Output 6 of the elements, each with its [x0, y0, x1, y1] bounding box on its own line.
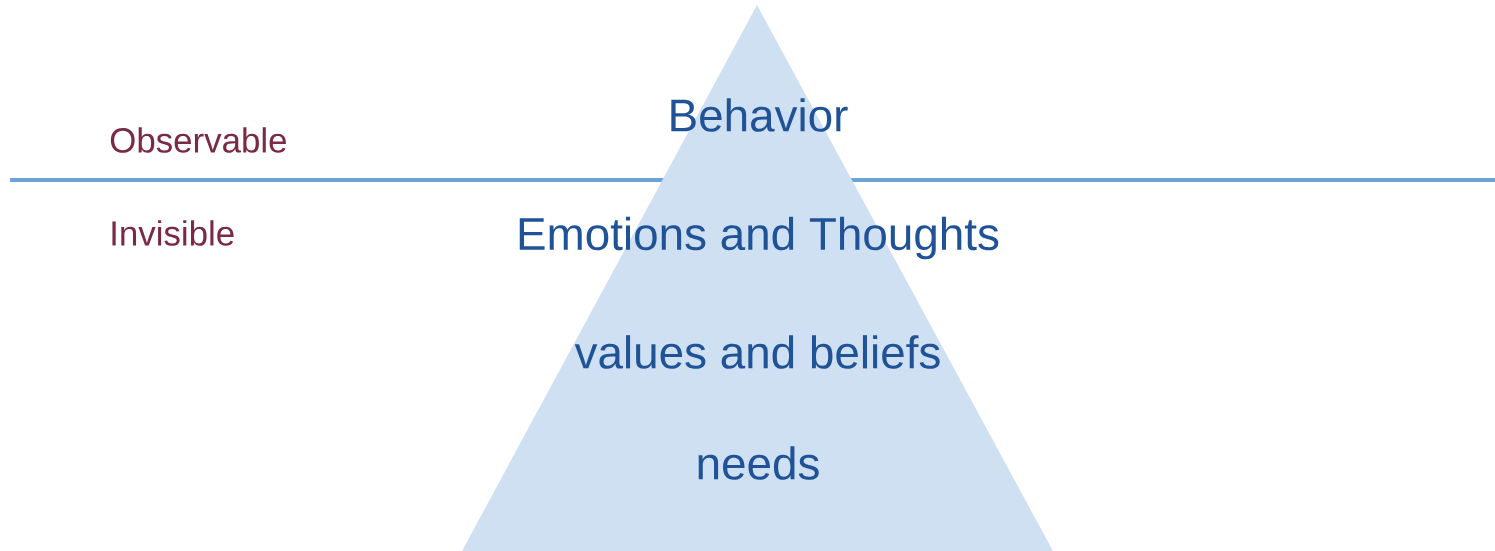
pyramid-text: values and beliefs: [574, 335, 940, 369]
layer-label: Observable: [110, 127, 286, 153]
layer-label: Invisible: [112, 220, 234, 246]
pyramid-text: Behavior: [671, 98, 848, 132]
pyramid-text: needs: [698, 446, 819, 480]
pyramid-text: Emotions and Thoughts: [519, 216, 999, 260]
